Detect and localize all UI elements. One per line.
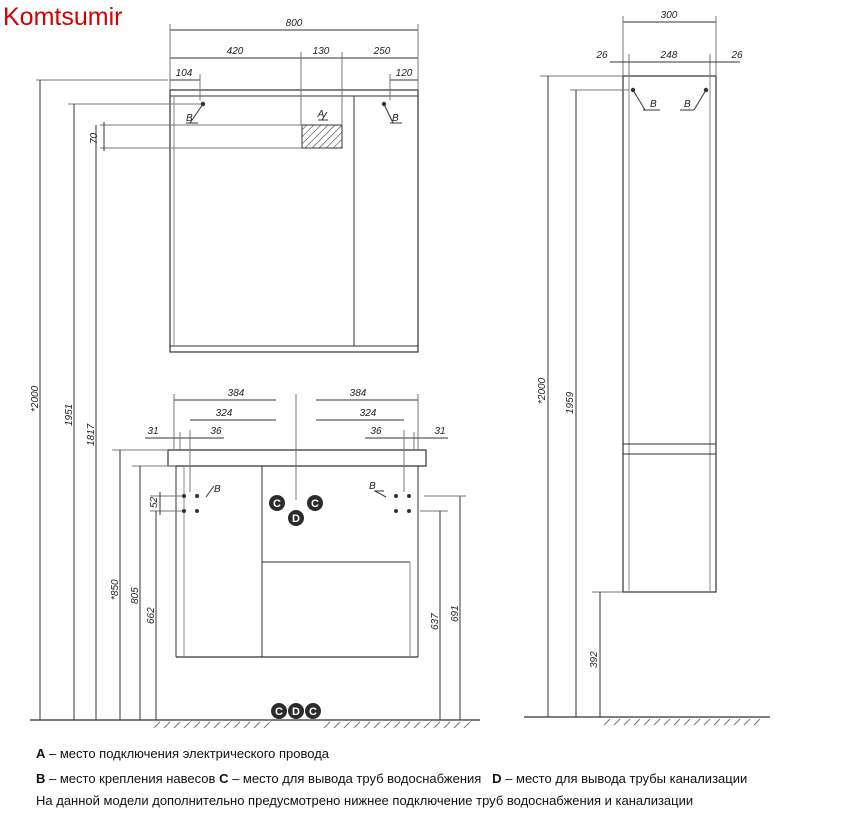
dim-column-1959: 1959 <box>565 391 576 414</box>
marker-d: D <box>288 510 304 526</box>
label-a: A <box>317 109 325 120</box>
brand-watermark: Komtsumir <box>3 3 123 31</box>
dim-height-1951: 1951 <box>64 404 75 426</box>
floor-left <box>30 719 480 729</box>
dim-mirror-width: 800 <box>286 18 303 29</box>
marker-c-right: C <box>307 495 323 511</box>
tall-column <box>524 16 770 726</box>
dim-height-691: 691 <box>450 605 461 622</box>
dim-height-850: *850 <box>110 579 121 600</box>
marker-floor-c-right: C <box>305 703 321 719</box>
dim-height-1817: 1817 <box>86 423 97 446</box>
dim-column-392: 392 <box>589 651 600 668</box>
dim-column-width: 300 <box>661 10 678 21</box>
dim-column-inner: 248 <box>660 50 678 61</box>
height-dimensions <box>36 79 466 720</box>
label-b-column-right: B <box>684 99 691 110</box>
dim-column-total: *2000 <box>537 377 548 404</box>
dim-vanity-left-outer: 384 <box>228 388 245 399</box>
dim-height-637: 637 <box>430 613 441 630</box>
dim-mirror-right: 250 <box>373 46 391 57</box>
dim-hook-left: 104 <box>176 68 193 79</box>
dim-hole-gap: 52 <box>149 496 160 508</box>
label-b-column-left: B <box>650 99 657 110</box>
dim-mirror-left: 420 <box>227 46 244 57</box>
dim-hook-right: 120 <box>396 68 413 79</box>
svg-text:D: D <box>292 706 300 718</box>
dim-total-height: *2000 <box>30 385 41 412</box>
dim-column-side-right: 26 <box>730 50 743 61</box>
marker-floor-d: D <box>288 703 304 719</box>
legend-note: На данной модели дополнительно предусмот… <box>36 793 694 808</box>
dim-height-662: 662 <box>146 607 157 624</box>
label-b-mirror-right: B <box>392 113 399 124</box>
dim-vanity-right-inner: 324 <box>360 408 377 419</box>
marker-floor-c-left: C <box>271 703 287 719</box>
dim-vanity-left-inner: 324 <box>216 408 233 419</box>
label-b-vanity-right: B <box>369 481 376 492</box>
technical-drawing: 800 420 130 250 104 120 70 A B B 384 384… <box>30 10 770 729</box>
dim-column-side-left: 26 <box>595 50 608 61</box>
dim-socket: 70 <box>89 132 100 144</box>
svg-text:C: C <box>309 706 317 718</box>
svg-text:C: C <box>311 498 319 510</box>
label-b-mirror-left: B <box>186 113 193 124</box>
svg-text:C: C <box>273 498 281 510</box>
label-b-vanity-left: B <box>214 484 221 495</box>
dim-mirror-middle: 130 <box>313 46 330 57</box>
dim-height-805: 805 <box>130 587 141 604</box>
dim-hole-left: 36 <box>210 426 222 437</box>
svg-text:D: D <box>292 513 300 525</box>
legend-a: A – место подключения электрического про… <box>36 746 330 761</box>
dim-vanity-right-outer: 384 <box>350 388 367 399</box>
hinge-dots <box>182 87 709 513</box>
svg-text:C: C <box>275 706 283 718</box>
dim-edge-right: 31 <box>434 426 445 437</box>
vanity-unit <box>145 394 448 658</box>
dim-hole-right: 36 <box>370 426 382 437</box>
marker-c-left: C <box>269 495 285 511</box>
dim-edge-left: 31 <box>147 426 158 437</box>
legend-bcd: B – место крепления навесов C – место дл… <box>36 771 748 786</box>
mirror-cabinet <box>100 24 419 353</box>
